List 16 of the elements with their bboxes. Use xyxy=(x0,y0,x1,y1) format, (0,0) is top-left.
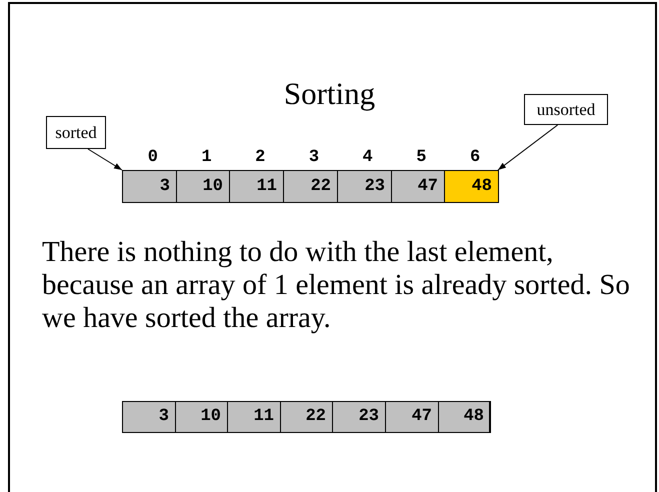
index-label: 6 xyxy=(468,147,482,169)
callout-box: unsorted xyxy=(524,94,608,125)
leader-arrow xyxy=(88,148,122,170)
callout-box: sorted xyxy=(46,116,106,149)
array xyxy=(122,170,498,203)
index-label: 1 xyxy=(200,147,213,169)
index-label: 0 xyxy=(146,147,159,169)
index-label: 3 xyxy=(308,147,320,169)
index-label: 5 xyxy=(415,147,428,169)
index-label: 2 xyxy=(254,147,266,169)
array-cell: 48 xyxy=(444,170,499,203)
explanation-text: There is nothing to do with the last element, because an array of 1 element is already sorted. So we have sorted the array. xyxy=(42,236,631,335)
slide-title: Sorting xyxy=(282,78,376,109)
index-label: 4 xyxy=(362,147,374,169)
leader-arrow xyxy=(498,124,558,170)
array xyxy=(122,401,490,433)
